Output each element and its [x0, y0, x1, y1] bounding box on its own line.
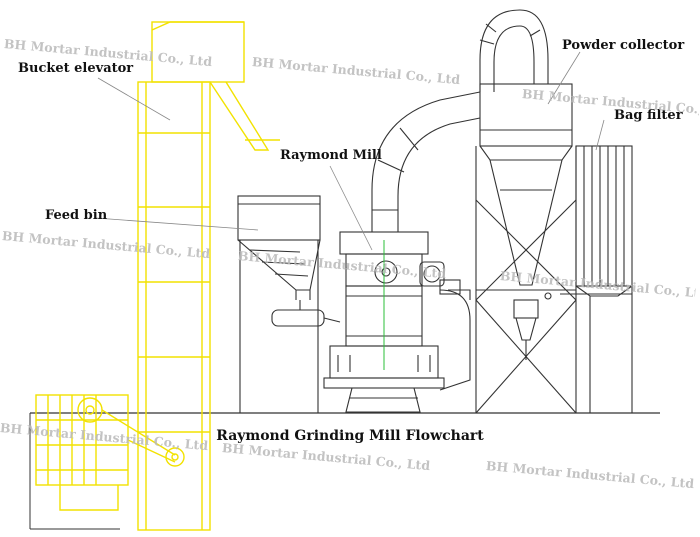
ground-line: [29, 412, 660, 530]
label-feed-bin: Feed bin: [45, 208, 108, 223]
label-bag-filter: Bag filter: [614, 108, 683, 123]
diagram-title: Raymond Grinding Mill Flowchart: [216, 428, 484, 444]
powder-collector: [475, 9, 577, 414]
leader-lines: [95, 51, 605, 251]
label-raymond-mill: Raymond Mill: [280, 148, 382, 163]
bag-filter: [544, 145, 633, 413]
label-powder-collector: Powder collector: [562, 38, 685, 53]
raymond-mill: [323, 91, 481, 413]
label-bucket-elevator: Bucket elevator: [18, 61, 134, 76]
feed-bin: [237, 195, 341, 413]
bucket-elevator: [35, 21, 280, 531]
